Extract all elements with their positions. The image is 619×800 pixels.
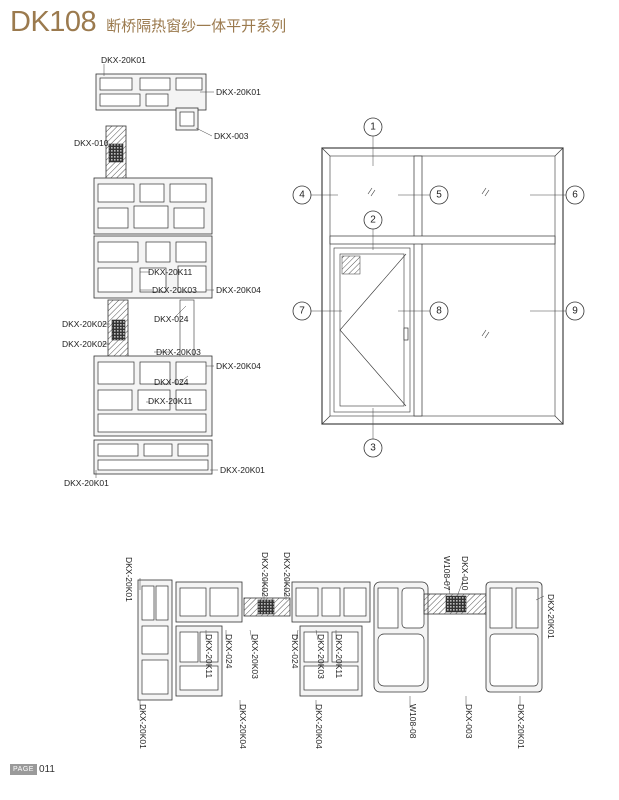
page-tag: PAGE: [10, 764, 37, 775]
h-label-bottom-right-frame: DKX-20K01: [516, 704, 526, 749]
page-title: DK108 断桥隔热窗纱一体平开系列: [10, 6, 286, 39]
label-middle-gasket-a: DKX-20K02: [62, 319, 107, 329]
horizontal-section: DKX-20K01 DKX-20K02 DKX-20K02 W108-07 DK…: [124, 552, 556, 749]
vertical-labels: DKX-20K01 DKX-20K01 DKX-003 DKX-010 DKX-…: [62, 55, 265, 488]
page-number: 011: [38, 764, 55, 775]
screen-corner: [341, 255, 361, 275]
center-mullion: [413, 155, 423, 417]
label-lower-sash-a: DKX-20K03: [156, 347, 201, 357]
marker-6: 6: [572, 190, 578, 201]
marker-8: 8: [436, 306, 442, 317]
h-label-center-screen: DKX-024: [290, 634, 300, 669]
h-label-gasket-b: DKX-20K02: [282, 552, 292, 597]
marker-7: 7: [299, 306, 305, 317]
h-label-left-screen: DKX-024: [224, 634, 234, 669]
label-lower-right: DKX-20K04: [216, 361, 261, 371]
handle: [403, 327, 409, 341]
page-footer: PAGE 011: [10, 764, 55, 775]
bottom-frame-group: [93, 439, 213, 475]
series-code: DK108: [10, 6, 97, 38]
vertical-section: DKX-20K01 DKX-20K01 DKX-003 DKX-010 DKX-…: [62, 55, 265, 488]
top-profile-group: [95, 73, 207, 181]
label-top-sash: DKX-003: [214, 131, 249, 141]
label-top-frame: DKX-20K01: [101, 55, 146, 65]
marker-2: 2: [370, 215, 376, 226]
horizontal-labels: DKX-20K01 DKX-20K02 DKX-20K02 W108-07 DK…: [124, 552, 556, 749]
marker-3: 3: [370, 443, 376, 454]
transom: [329, 235, 556, 245]
middle-sash-group: [93, 235, 213, 361]
horizontal-leaders: [139, 577, 545, 710]
opening-indicator: [339, 253, 407, 407]
h-label-right-sash: DKX-003: [464, 704, 474, 739]
label-middle-sash-a: DKX-20K11: [148, 267, 193, 277]
h-label-left-bead: DKX-20K03: [250, 634, 260, 679]
vertical-leaders: [95, 64, 218, 478]
h-label-right-gasket: DKX-010: [460, 556, 470, 591]
lower-sash-group: [93, 355, 213, 437]
h-label-w108-08: W108-08: [408, 704, 418, 739]
h-label-center-sash: DKX-20K11: [334, 634, 344, 679]
label-middle-gasket-b: DKX-20K02: [62, 339, 107, 349]
label-bottom-right: DKX-20K01: [220, 465, 265, 475]
label-lower-sash-b: DKX-20K11: [148, 396, 193, 406]
h-label-bottom-left-mullion: DKX-20K04: [238, 704, 248, 749]
outer-frame: [321, 147, 564, 425]
h-label-bottom-left-frame: DKX-20K01: [138, 704, 148, 749]
label-middle-right: DKX-20K04: [216, 285, 261, 295]
upper-transom-group: [93, 177, 213, 235]
gasket-block-middle: [111, 319, 126, 341]
elevation-markers: 1 2 3 4 5 6 7 8 9: [292, 117, 585, 458]
h-label-gasket-a: DKX-20K02: [260, 552, 270, 597]
label-bottom-frame: DKX-20K01: [64, 478, 109, 488]
h-label-left-frame: DKX-20K01: [124, 557, 134, 602]
label-lower-screen: DKX-024: [154, 377, 189, 387]
h-label-center-bead: DKX-20K03: [316, 634, 326, 679]
label-middle-screen: DKX-024: [154, 314, 189, 324]
label-top-right-frame: DKX-20K01: [216, 87, 261, 97]
h-label-bottom-center-mullion: DKX-20K04: [314, 704, 324, 749]
marker-5: 5: [436, 190, 442, 201]
h-label-w108-07: W108-07: [442, 556, 452, 591]
marker-9: 9: [572, 306, 578, 317]
marker-1: 1: [370, 122, 376, 133]
h-label-right-frame-top: DKX-20K01: [546, 594, 556, 639]
h-label-left-sash: DKX-20K11: [204, 634, 214, 679]
gasket-block-top: [108, 143, 124, 163]
window-elevation: 1 2 3 4 5 6 7 8 9: [292, 117, 585, 458]
label-middle-sash-b: DKX-20K03: [152, 285, 197, 295]
series-name: 断桥隔热窗纱一体平开系列: [106, 17, 287, 35]
label-top-gasket: DKX-010: [74, 138, 109, 148]
casement-sash: [333, 247, 411, 413]
marker-4: 4: [299, 190, 305, 201]
